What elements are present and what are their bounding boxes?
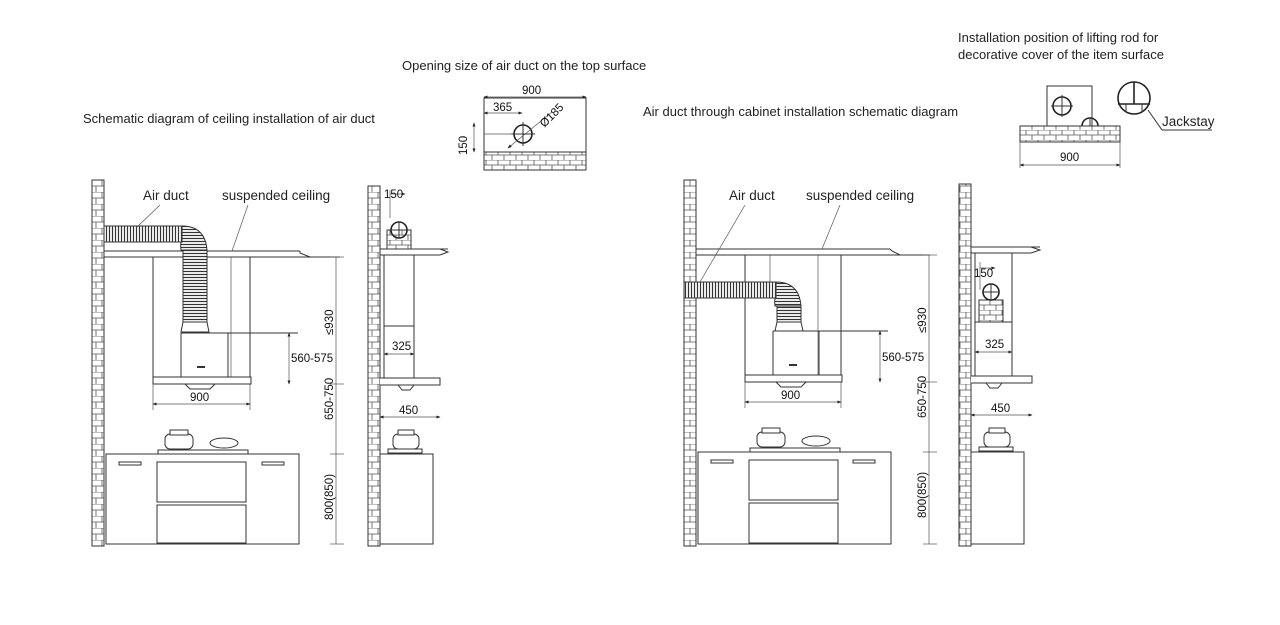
dim-560-575-right: 560-575 (882, 352, 924, 364)
cabinet-install-side-view: 150 325 450 (958, 183, 1042, 547)
dim-650-750-left: 650-750 (324, 378, 336, 420)
label-air-duct-right: Air duct (729, 188, 775, 203)
label-jackstay: Jackstay (1162, 114, 1215, 129)
side-dim-150-right: 150 (974, 268, 993, 280)
dim-800-850-right: 800(850) (917, 472, 929, 518)
caption-lifting-rod-line1: Installation position of lifting rod for (958, 30, 1159, 45)
dim-le930-right: ≤930 (917, 308, 929, 334)
opening-size-top-view: 900 365 Ø185 150 (458, 85, 587, 171)
opening-width-900: 900 (522, 85, 541, 97)
caption-lifting-rod-line2: decorative cover of the item surface (958, 47, 1164, 62)
side-dim-325-left: 325 (392, 341, 411, 353)
dim-le930-left: ≤930 (324, 310, 336, 336)
dim-560-575-left: 560-575 (291, 353, 333, 365)
hood-width-900: 900 (190, 392, 209, 404)
side-dim-450-left: 450 (399, 405, 418, 417)
label-suspended-ceiling-right: suspended ceiling (806, 188, 914, 203)
side-dim-325-right: 325 (985, 339, 1004, 351)
caption-ceiling-installation: Schematic diagram of ceiling installatio… (83, 111, 375, 126)
dim-800-850-left: 800(850) (324, 474, 336, 520)
lifting-width-900: 900 (1060, 152, 1079, 164)
label-air-duct-left: Air duct (143, 188, 189, 203)
opening-diameter-185: Ø185 (538, 102, 566, 130)
ceiling-install-front-view: 900 ≤930 650-750 800(850) 560-575 Air du… (91, 179, 344, 547)
side-dim-450-right: 450 (991, 403, 1010, 415)
lifting-rod-position-view: 900 Jackstay (1019, 81, 1215, 168)
side-dim-150-left: 150 (384, 189, 403, 201)
label-suspended-ceiling-left: suspended ceiling (222, 188, 330, 203)
caption-cabinet-installation: Air duct through cabinet installation sc… (643, 104, 958, 119)
ceiling-install-side-view: 150 325 450 (367, 185, 450, 547)
opening-depth-150: 150 (458, 136, 470, 155)
cabinet-install-front-view: 900 ≤930 650-750 800(850) 560-575 Air du… (683, 179, 937, 547)
opening-offset-365: 365 (493, 102, 512, 114)
dim-650-750-right: 650-750 (917, 376, 929, 418)
caption-opening-size: Opening size of air duct on the top surf… (402, 58, 646, 73)
hood-width-900-right: 900 (781, 390, 800, 402)
